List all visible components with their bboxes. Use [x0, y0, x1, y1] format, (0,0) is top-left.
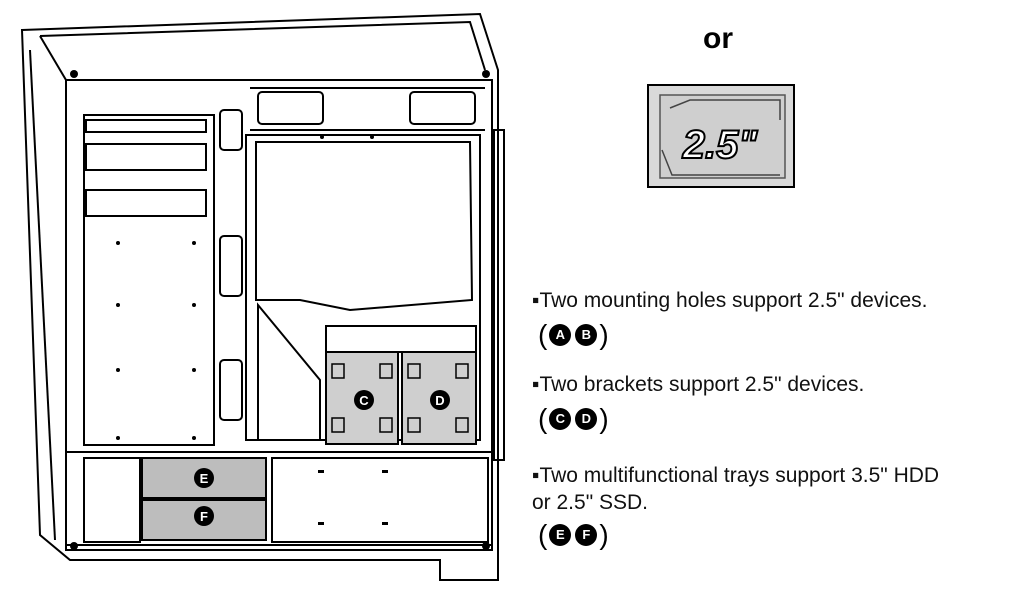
callout-f: F	[200, 509, 208, 524]
case-outline	[20, 12, 505, 581]
callout-e: E	[200, 471, 209, 486]
note-3-badges: ( E F )	[538, 519, 609, 550]
callout-c: C	[359, 393, 369, 408]
or-label: or	[703, 22, 733, 55]
badge-a: A	[549, 324, 572, 346]
note-2-text: ▪Two brackets support 2.5" devices.	[532, 373, 865, 396]
badge-c: C	[549, 408, 572, 430]
callouts: C D E F	[194, 390, 450, 526]
note-2-badges: ( C D )	[538, 403, 609, 434]
note-3-text-line-2: or 2.5" SSD.	[532, 491, 649, 514]
drive-2-5-illustration: 2.5"	[647, 84, 795, 188]
note-1-badges: ( A B )	[538, 319, 609, 350]
badge-d: D	[575, 408, 598, 430]
note-3-text-line-1: ▪Two multifunctional trays support 3.5" …	[532, 464, 940, 487]
note-1-text: ▪Two mounting holes support 2.5" devices…	[532, 289, 928, 312]
badge-e: E	[549, 524, 572, 546]
badge-b: B	[575, 324, 598, 346]
callout-d: D	[435, 393, 444, 408]
drive-label: 2.5"	[682, 123, 759, 167]
badge-f: F	[575, 524, 598, 546]
mounting-holes	[70, 70, 490, 550]
